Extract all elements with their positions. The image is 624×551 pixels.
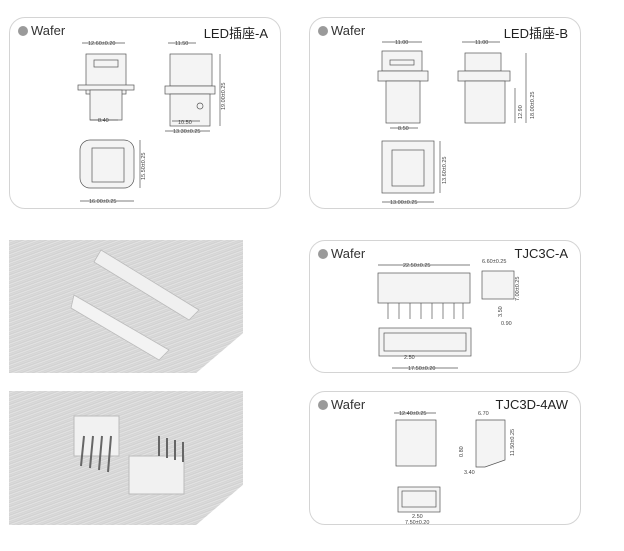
product-card-led-socket-b: Wafer LED插座-B 11.00 8.50 11.00 12.90 18.… bbox=[309, 17, 581, 209]
model-name: LED插座-B bbox=[503, 26, 568, 41]
svg-text:13.00±0.25: 13.00±0.25 bbox=[390, 200, 418, 206]
category-label: Wafer bbox=[318, 246, 365, 261]
svg-text:0.80: 0.80 bbox=[459, 446, 465, 457]
svg-text:0.90: 0.90 bbox=[501, 321, 512, 327]
svg-text:11.00: 11.00 bbox=[395, 40, 408, 46]
svg-text:8.40: 8.40 bbox=[98, 118, 109, 124]
connector-photo-illustration bbox=[70, 249, 200, 361]
svg-text:13.60±0.25: 13.60±0.25 bbox=[442, 157, 448, 185]
svg-text:10.50: 10.50 bbox=[178, 120, 192, 126]
category-label: Wafer bbox=[318, 23, 365, 38]
svg-text:15.50±0.25: 15.50±0.25 bbox=[141, 153, 147, 181]
bullet-icon bbox=[318, 25, 328, 36]
model-name: TJC3D-4AW bbox=[495, 397, 568, 412]
model-name: LED插座-A bbox=[203, 26, 268, 41]
svg-text:3.40: 3.40 bbox=[464, 470, 475, 476]
svg-text:11.50: 11.50 bbox=[175, 41, 188, 47]
svg-text:12.40±0.25: 12.40±0.25 bbox=[399, 411, 427, 417]
category-label: Wafer bbox=[18, 23, 65, 38]
category-text: Wafer bbox=[31, 23, 66, 38]
svg-text:6.60±0.25: 6.60±0.25 bbox=[482, 259, 506, 265]
category-label: Wafer bbox=[318, 397, 365, 412]
svg-text:18.00±0.25: 18.00±0.25 bbox=[530, 92, 536, 120]
product-photo-wafer-4pin bbox=[9, 391, 243, 525]
bullet-icon bbox=[318, 399, 328, 410]
svg-text:7.50±0.20: 7.50±0.20 bbox=[405, 520, 429, 526]
svg-text:19.00±0.25: 19.00±0.25 bbox=[221, 83, 227, 111]
svg-text:13.30±0.25: 13.30±0.25 bbox=[173, 129, 201, 135]
svg-text:3.50: 3.50 bbox=[498, 306, 504, 317]
svg-text:2.50: 2.50 bbox=[404, 355, 415, 361]
category-text: Wafer bbox=[331, 246, 366, 261]
bullet-icon bbox=[18, 25, 28, 36]
technical-drawing: 22.50±0.25 6.60±0.25 7.00±0.25 3.50 0.90… bbox=[377, 259, 521, 372]
category-text: Wafer bbox=[331, 397, 366, 412]
product-card-tjc3c-a: Wafer TJC3C-A 22.50±0.25 6.60±0.25 7.00±… bbox=[309, 240, 581, 373]
svg-text:16.00±0.25: 16.00±0.25 bbox=[89, 199, 117, 205]
svg-text:7.00±0.25: 7.00±0.25 bbox=[515, 277, 521, 301]
bullet-icon bbox=[318, 248, 328, 259]
model-name: TJC3C-A bbox=[514, 246, 568, 261]
technical-drawing: 12.60±0.20 8.40 11.50 19.00±0.25 10.50 1… bbox=[77, 41, 227, 205]
connector-photo-illustration bbox=[73, 415, 185, 495]
category-text: Wafer bbox=[331, 23, 366, 38]
svg-text:22.50±0.25: 22.50±0.25 bbox=[403, 263, 431, 269]
svg-text:12.60±0.20: 12.60±0.20 bbox=[88, 41, 116, 47]
product-photo-wafer-multipin bbox=[9, 240, 243, 373]
technical-drawing: 11.00 8.50 11.00 12.90 18.00±0.25 13.60±… bbox=[377, 40, 536, 206]
svg-text:17.50±0.20: 17.50±0.20 bbox=[408, 366, 436, 372]
svg-text:8.50: 8.50 bbox=[398, 126, 409, 132]
svg-text:6.70: 6.70 bbox=[478, 411, 489, 417]
product-card-led-socket-a: Wafer LED插座-A 12.60±0.20 8.40 11.50 19.0… bbox=[9, 17, 281, 209]
svg-text:11.50±0.25: 11.50±0.25 bbox=[510, 429, 516, 456]
product-card-tjc3d-4aw: Wafer TJC3D-4AW 12.40±0.25 6.70 0.80 11.… bbox=[309, 391, 581, 526]
technical-drawing: 12.40±0.25 6.70 0.80 11.50±0.25 3.40 2.5… bbox=[394, 411, 516, 526]
svg-text:11.00: 11.00 bbox=[475, 40, 488, 46]
svg-text:2.50: 2.50 bbox=[412, 514, 423, 520]
svg-text:12.90: 12.90 bbox=[518, 105, 524, 119]
